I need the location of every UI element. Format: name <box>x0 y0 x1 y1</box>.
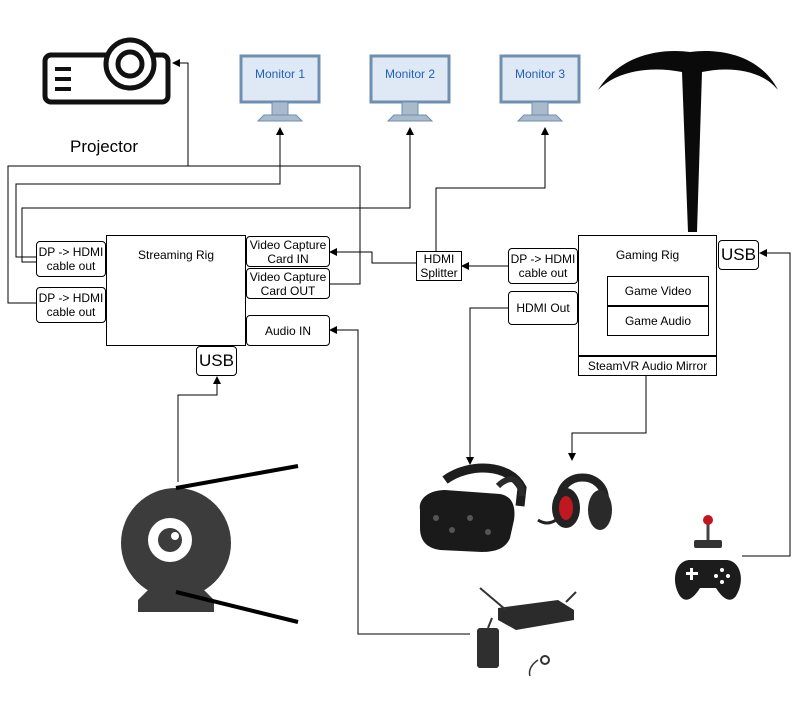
monitor-2-label: Monitor 2 <box>384 67 436 81</box>
monitor-icon-3 <box>499 54 581 122</box>
logo-t-icon <box>598 50 778 232</box>
line-capture-out <box>328 166 361 285</box>
capture-card-in: Video Capture Card IN <box>246 236 330 267</box>
wireless-mic-icon <box>477 587 577 677</box>
monitor-3-label: Monitor 3 <box>514 67 566 81</box>
streaming-rig-title: Streaming Rig <box>137 248 215 262</box>
hdmi-splitter: HDMI Splitter <box>416 251 462 281</box>
line-steamvr-headphones <box>568 376 647 461</box>
connection-lines <box>7 59 791 635</box>
joystick-icon <box>694 515 722 548</box>
capture-card-out: Video Capture Card OUT <box>246 268 330 299</box>
gaming-hdmi-out: HDMI Out <box>508 291 578 325</box>
webcam-icon <box>121 464 299 624</box>
gaming-rig-title: Gaming Rig <box>615 248 680 262</box>
projector-label: Projector <box>70 137 139 156</box>
streaming-dp-hdmi-1: DP -> HDMI cable out <box>36 241 106 277</box>
streaming-dp-hdmi-2: DP -> HDMI cable out <box>36 287 106 323</box>
line-dp1-monitor1 <box>15 127 284 258</box>
line-hdmi-vr <box>466 307 508 465</box>
line-splitter-capture <box>329 248 418 264</box>
gaming-usb-port: USB <box>718 240 759 270</box>
line-splitter-monitor3 <box>435 127 549 253</box>
steamvr-audio-mirror: SteamVR Audio Mirror <box>578 356 717 376</box>
line-dp2-projector <box>7 59 360 304</box>
gaming-dp-hdmi: DP -> HDMI cable out <box>508 248 578 284</box>
monitor-icon-2 <box>369 54 451 122</box>
game-video: Game Video <box>607 276 709 306</box>
line-controller-usb <box>742 249 791 557</box>
vr-headset-icon <box>419 463 527 552</box>
line-mic-audio-in <box>329 326 470 635</box>
projector-icon <box>42 37 171 105</box>
audio-in-port: Audio IN <box>246 315 330 346</box>
gamepad-icon <box>675 560 741 600</box>
streaming-usb-port: USB <box>196 346 237 376</box>
monitor-icon-1 <box>239 54 321 122</box>
line-webcam-usb <box>177 376 221 482</box>
streaming-rig: Streaming Rig <box>106 235 246 346</box>
monitor-1-label: Monitor 1 <box>254 67 306 81</box>
game-audio: Game Audio <box>607 306 709 336</box>
headphones-icon <box>537 473 612 530</box>
line-dp1-monitor2 <box>21 127 414 263</box>
